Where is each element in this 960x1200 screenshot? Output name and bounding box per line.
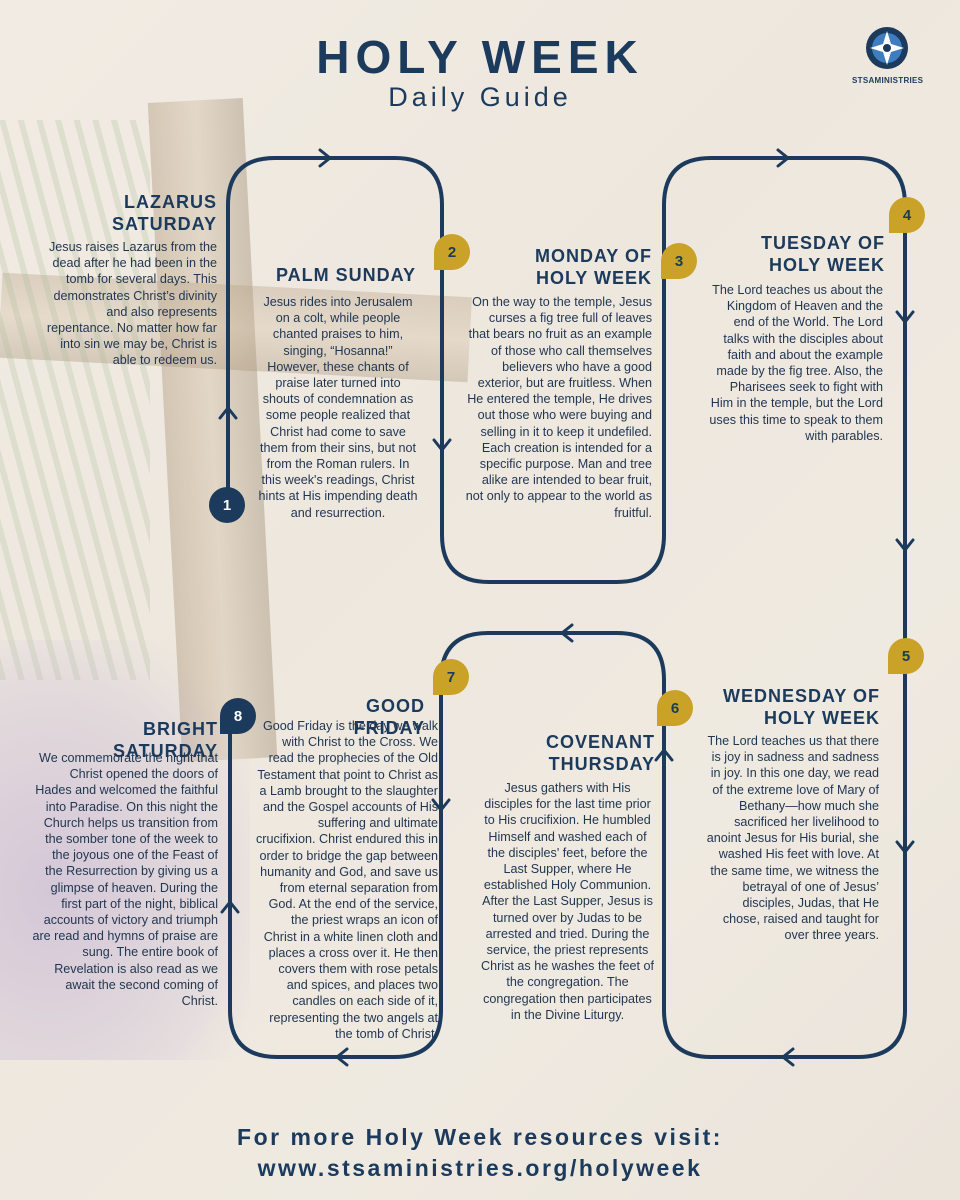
day-6-badge: 6 [657, 690, 693, 726]
day-1-badge: 1 [209, 487, 245, 523]
day-2-title: PALM SUNDAY [275, 265, 416, 285]
day-3-text: On the way to the temple, Jesus curses a… [465, 295, 652, 520]
day-5-title: WEDNESDAY OF HOLY WEEK [722, 686, 880, 728]
day-8-number: 8 [233, 707, 243, 725]
day-6-title: COVENANT THURSDAY [545, 732, 655, 774]
day-5-number: 5 [901, 647, 911, 665]
day-4-number: 4 [902, 206, 912, 224]
day-8-badge: 8 [220, 698, 256, 734]
day-2-text: Jesus rides into Jerusalem on a colt, wh… [258, 295, 418, 520]
day-6-number: 6 [670, 699, 680, 717]
day-2-badge: 2 [434, 234, 470, 270]
day-4-badge: 4 [889, 197, 925, 233]
page-subtitle: Daily Guide [388, 82, 572, 112]
logo-text: STSAMINISTRIES [852, 76, 924, 85]
day-3-badge: 3 [661, 243, 697, 279]
footer-line-1: For more Holy Week resources visit: [237, 1124, 723, 1150]
day-7-number: 7 [446, 668, 456, 686]
day-7-title: GOOD FRIDAY [353, 696, 425, 738]
day-2-number: 2 [447, 243, 457, 261]
footer-url-link[interactable]: www.stsaministries.org/holyweek [257, 1155, 703, 1181]
day-1-number: 1 [222, 496, 232, 514]
day-1-text: Jesus raises Lazarus from the dead after… [46, 240, 217, 368]
day-3-title: MONDAY OF HOLY WEEK [534, 246, 652, 288]
day-5-badge: 5 [888, 638, 924, 674]
page-title: HOLY WEEK [316, 31, 644, 83]
day-7-badge: 7 [433, 659, 469, 695]
day-4-text: The Lord teaches us about the Kingdom of… [709, 283, 883, 443]
logo-cross-icon [866, 27, 908, 69]
ministry-logo: STSAMINISTRIES [852, 25, 924, 95]
day-8-text: We commemorate the night that Christ ope… [32, 751, 218, 1009]
day-5-text: The Lord teaches us that there is joy in… [706, 734, 879, 943]
day-8-title: BRIGHT SATURDAY [112, 719, 218, 761]
day-6-text: Jesus gathers with His disciples for the… [481, 781, 654, 1022]
day-3-number: 3 [674, 252, 684, 270]
day-7-text: Good Friday is the day we walk with Chri… [256, 719, 438, 1041]
day-4-title: TUESDAY OF HOLY WEEK [760, 233, 885, 275]
day-1-title: LAZARUS SATURDAY [111, 192, 217, 234]
